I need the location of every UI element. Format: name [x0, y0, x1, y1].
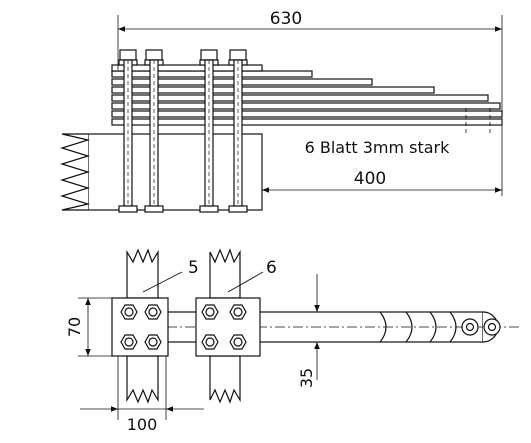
label-5: 5 — [188, 258, 199, 278]
plan-view — [111, 248, 520, 404]
nut-5-tl — [120, 304, 138, 320]
leaf-7 — [111, 118, 503, 126]
eye-hole-1-inner — [465, 322, 475, 332]
bolt-4 — [228, 49, 248, 213]
dim-35-label: 35 — [297, 368, 316, 388]
leader-6 — [227, 271, 264, 293]
spring-description: 6 Blatt 3mm stark — [305, 138, 451, 157]
dim-70-label: 70 — [65, 317, 84, 337]
nut-5-tr — [144, 304, 162, 320]
bolt-2 — [144, 49, 164, 213]
support-block — [87, 133, 263, 211]
bolt-3 — [199, 49, 219, 213]
side-view — [59, 15, 503, 213]
leaf-5 — [111, 102, 501, 110]
nuts — [120, 304, 247, 350]
break-line — [59, 133, 91, 211]
leader-5 — [142, 271, 183, 293]
eye-hole-2-inner — [487, 322, 497, 332]
leaf-end-arc-4 — [449, 311, 457, 343]
nut-6-tl — [201, 304, 219, 320]
leaf-4 — [111, 94, 489, 102]
label-6: 6 — [266, 258, 277, 278]
nut-6-br — [229, 334, 247, 350]
eye-hole-1 — [461, 318, 479, 336]
dim-400-label: 400 — [354, 169, 386, 189]
dim-100-label: 100 — [127, 415, 158, 434]
nut-6-tr — [229, 304, 247, 320]
clamp-plate-5 — [111, 297, 169, 357]
nut-5-br — [144, 334, 162, 350]
leaf-end-arc-2 — [405, 311, 413, 343]
dim-630-label: 630 — [270, 9, 302, 29]
leaf-stack — [111, 70, 503, 126]
leaf-6 — [111, 110, 503, 118]
leaf-end-arc-3 — [429, 311, 437, 343]
post-6 — [209, 248, 241, 404]
bolt-1 — [118, 49, 138, 213]
leaf-end-arc-1 — [379, 311, 387, 343]
leaf-3 — [111, 86, 435, 94]
top-clamp-plate — [111, 64, 263, 72]
nut-5-bl — [120, 334, 138, 350]
eye-hole-2 — [483, 318, 501, 336]
nut-6-bl — [201, 334, 219, 350]
post-5 — [126, 248, 159, 404]
